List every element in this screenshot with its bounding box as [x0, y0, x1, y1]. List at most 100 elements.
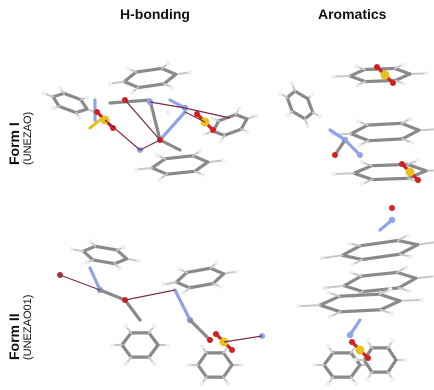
atom [220, 158, 226, 163]
atom [326, 290, 331, 295]
bond [370, 176, 410, 182]
bond [386, 358, 398, 374]
bond [147, 343, 160, 359]
bond [318, 294, 342, 307]
atom [332, 152, 338, 158]
bond [174, 71, 191, 76]
bond [424, 169, 434, 172]
atom [380, 70, 390, 80]
bond [352, 164, 374, 175]
bond [333, 172, 356, 175]
hydrogen-bond-line [223, 335, 263, 343]
bond [222, 127, 243, 138]
bond [396, 238, 420, 247]
bond [165, 169, 197, 176]
atom [199, 344, 205, 349]
bond [239, 117, 249, 131]
atom [161, 282, 166, 287]
atom [405, 233, 410, 238]
atom [357, 143, 362, 148]
bond [386, 346, 398, 362]
bond [297, 304, 322, 308]
bond [120, 343, 133, 359]
atom [289, 81, 295, 86]
bond [193, 160, 210, 173]
bond [187, 281, 215, 290]
atom [325, 344, 331, 349]
hydrogen-bond-line [149, 101, 186, 109]
bond [359, 270, 399, 278]
bond [349, 123, 370, 136]
atom [177, 267, 182, 272]
atom [359, 160, 364, 165]
bond [93, 244, 119, 252]
atom [200, 172, 206, 177]
atom [134, 167, 140, 172]
atom [165, 109, 171, 115]
atom [110, 125, 116, 131]
atom [129, 90, 134, 95]
atom [194, 111, 200, 117]
atom [309, 92, 315, 98]
bond [306, 96, 315, 115]
bond [378, 299, 402, 312]
bond [352, 171, 374, 182]
atom [319, 255, 324, 261]
bond [122, 80, 140, 90]
bond [51, 95, 61, 109]
bond [98, 288, 127, 302]
bond [377, 292, 402, 303]
bond [120, 331, 133, 347]
atom [69, 246, 74, 252]
atom [181, 290, 186, 296]
atom [107, 81, 113, 86]
atom [415, 158, 420, 163]
atom [311, 362, 317, 368]
atom [186, 362, 191, 368]
atom [157, 177, 162, 182]
atom [201, 132, 206, 137]
bond [221, 363, 234, 379]
atom [401, 81, 406, 86]
atom [51, 106, 56, 111]
bond [108, 98, 152, 105]
bond [414, 275, 434, 280]
atom [390, 80, 396, 86]
bond [342, 274, 363, 288]
atom [390, 376, 395, 381]
bond [134, 66, 164, 74]
atom [213, 331, 219, 337]
atom [354, 83, 360, 88]
atom [225, 381, 231, 386]
bond [340, 244, 362, 257]
atom [347, 241, 352, 246]
atom [317, 114, 322, 119]
atom [406, 288, 412, 294]
bond [88, 118, 102, 130]
atom [169, 84, 174, 90]
atom [94, 109, 100, 115]
bond [366, 137, 404, 143]
bond [221, 351, 234, 367]
atom [285, 112, 291, 118]
atom [218, 138, 224, 144]
atom [121, 245, 126, 250]
bond [123, 298, 142, 322]
atom [325, 381, 331, 386]
atom [389, 311, 394, 316]
atom [357, 152, 363, 158]
atom [399, 161, 405, 167]
atom [123, 361, 129, 366]
atom [365, 355, 371, 361]
bond [293, 89, 310, 101]
atom [354, 64, 359, 69]
atom [77, 115, 82, 121]
atom [87, 239, 93, 244]
bond [358, 238, 400, 248]
atom [353, 357, 358, 363]
atom [365, 376, 370, 381]
bond [162, 72, 178, 86]
atom [187, 70, 193, 75]
bond [320, 254, 344, 260]
atom [346, 331, 354, 339]
